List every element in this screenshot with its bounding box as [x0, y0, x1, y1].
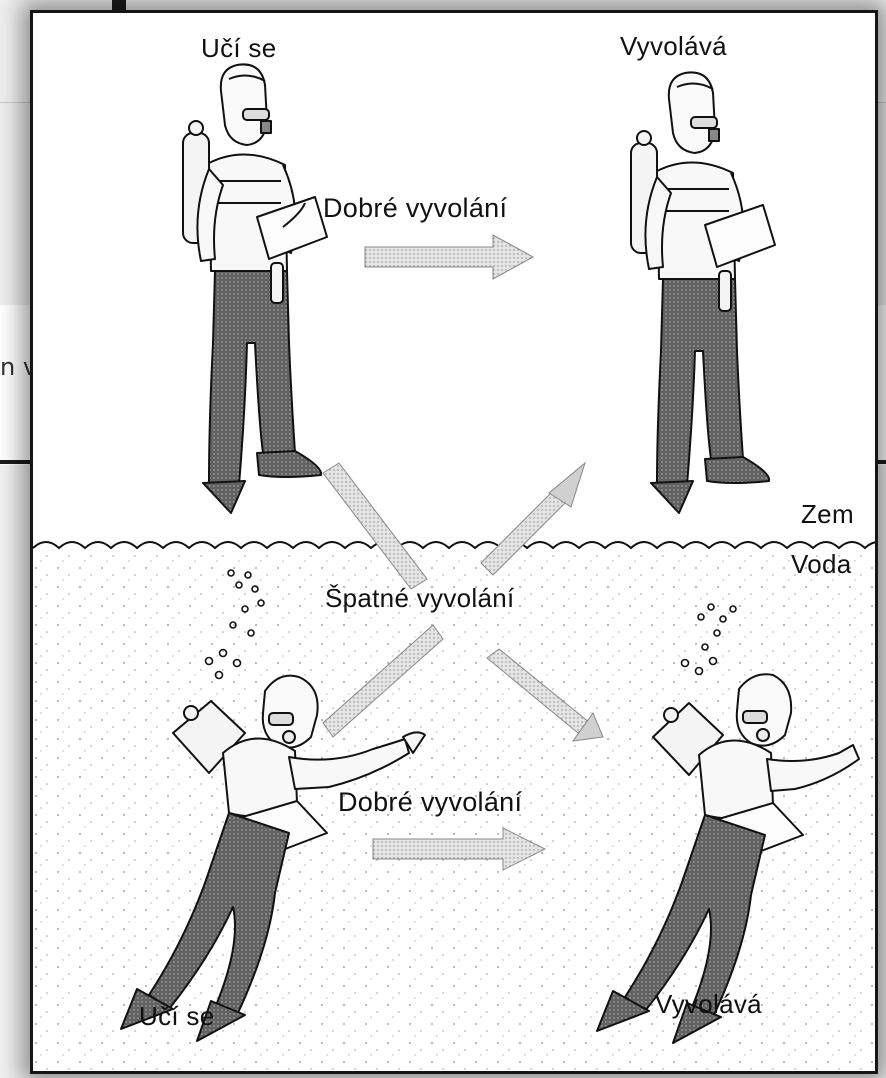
arrow-bad-recall-land-to-water — [322, 462, 604, 742]
figure-card: Učí se Vyvolává Dobré vyvolání Zem Voda … — [30, 10, 878, 1074]
label-land-learning: Učí se — [201, 33, 277, 63]
diver-land-learning — [182, 63, 328, 514]
bubbles-recalling — [680, 603, 737, 676]
diver-land-recalling — [630, 71, 776, 514]
label-water-good-recall: Dobré vyvolání — [338, 787, 523, 817]
arrow-good-recall-land — [364, 234, 535, 280]
label-water-zone: Voda — [791, 549, 852, 579]
label-bad-recall: Špatné vyvolání — [325, 583, 515, 613]
figure-illustration — [33, 63, 875, 1071]
bubbles-learning — [204, 569, 265, 680]
diver-water-learning — [120, 674, 426, 1042]
label-land-good-recall: Dobré vyvolání — [323, 193, 508, 223]
label-water-recalling: Vyvolává — [655, 989, 762, 1019]
label-land-zone: Zem — [801, 499, 854, 529]
waterline — [33, 541, 875, 550]
arrow-bad-recall-water-to-land — [322, 461, 586, 738]
background-dark-tab — [112, 0, 126, 10]
arrow-good-recall-water — [372, 827, 547, 871]
diver-water-recalling — [596, 673, 860, 1044]
label-land-recalling: Vyvolává — [620, 31, 727, 61]
label-water-learning: Učí se — [139, 1001, 215, 1031]
